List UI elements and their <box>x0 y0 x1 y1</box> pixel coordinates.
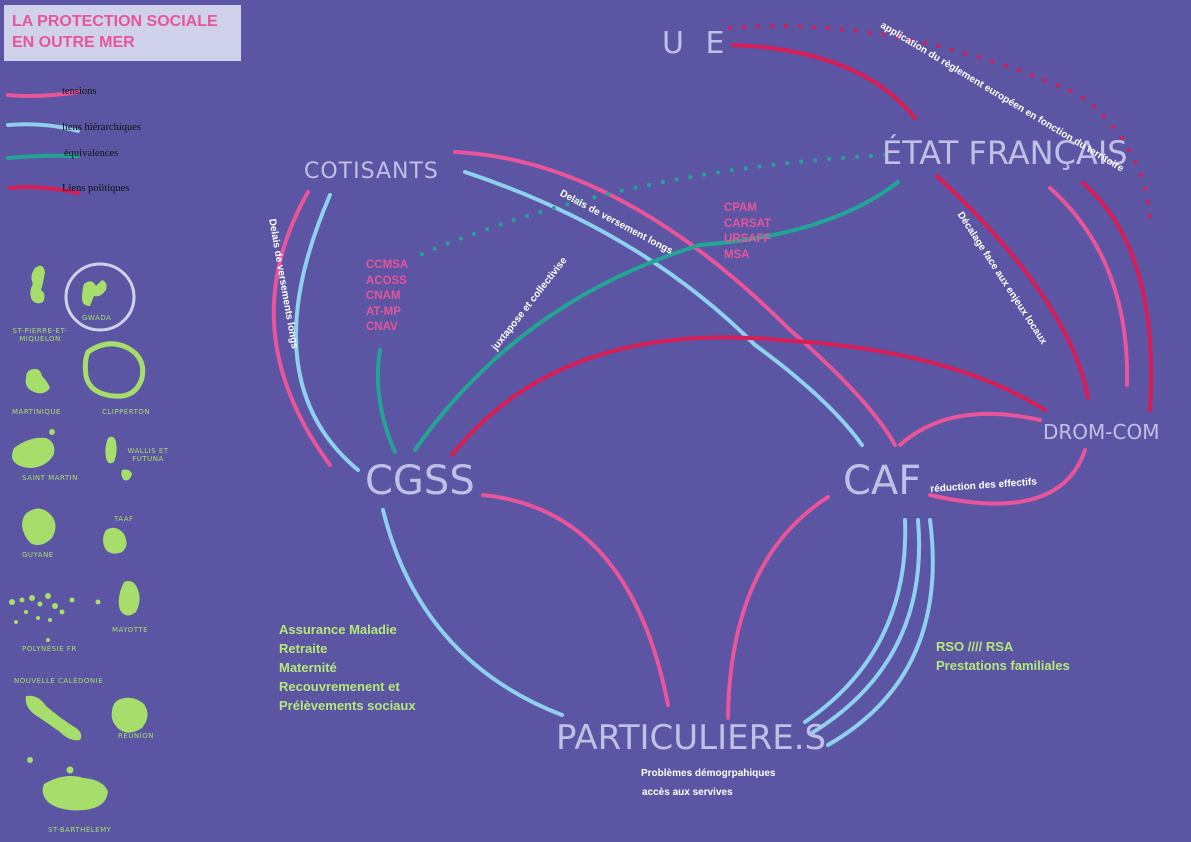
link-cgss-particuliers-hierarchy <box>381 508 564 717</box>
node-caf: CAF <box>843 458 922 504</box>
node-cgss: CGSS <box>365 458 475 504</box>
legend-swatch-political <box>8 185 80 195</box>
mayotte-shape <box>118 581 140 616</box>
st-barth-islet-1 <box>27 757 33 763</box>
title-line-1: LA PROTECTION SOCIALE <box>12 13 218 30</box>
link-ursaff-cgss <box>413 243 702 452</box>
territory-label-clipperton: CLIPPERTON <box>102 408 151 416</box>
node-etat-francais: ÉTAT FRANÇAIS <box>882 134 1128 172</box>
link-etat-dromcom-tension <box>1048 186 1130 387</box>
saint-martin-shape <box>12 437 55 468</box>
territory-label-gwada: GWADA <box>82 314 112 322</box>
gwada-circle <box>64 262 136 332</box>
link-etat-dromcom-decalage <box>935 174 1090 400</box>
st-barthelemy-shape <box>42 776 108 811</box>
gwada-shape <box>82 280 107 306</box>
caisses-left-list: CCMSA ACOSS CNAM AT-MP CNAV <box>366 258 408 336</box>
caisse-acoss: ACOSS <box>366 274 407 287</box>
legend-label-political: Liens politiques <box>62 183 130 194</box>
link-caf-dromcom-reduction <box>928 448 1087 506</box>
annotation-problemes-1: Problèmes démogrpahiques <box>641 768 776 779</box>
cgss-mission-4: Recouvremenent et <box>279 679 400 694</box>
annotation-problemes-2: accès aux servives <box>642 787 733 798</box>
caisse-cnam: CNAM <box>366 290 401 302</box>
caisse-cpam: CPAM <box>724 202 758 214</box>
caf-mission-1: RSO //// RSA <box>936 639 1014 654</box>
link-cotisants-caf-tension <box>453 150 897 447</box>
territory-map-shapes <box>9 265 148 811</box>
territory-label-st-barthelemy: ST-BARTHÉLEMY <box>48 826 112 834</box>
legend-swatch-tensions <box>6 90 80 98</box>
link-ue-etat <box>731 43 917 120</box>
reunion-shape <box>111 697 148 733</box>
link-etat-dromcom-political-1 <box>1081 181 1154 412</box>
cgss-mission-2: Retraite <box>279 641 328 656</box>
territory-label-guyane: GUYANE <box>22 551 54 559</box>
caisse-cnav: CNAV <box>366 321 398 333</box>
link-etat-caisses <box>698 180 900 247</box>
node-ue: U E <box>662 26 731 61</box>
caisse-ccmsa: CCMSA <box>366 259 409 271</box>
territory-label-polynesie: POLYNÉSIE FR <box>22 645 77 653</box>
legend-label-equivalence: équivalences <box>64 148 119 159</box>
territory-label-st-pierre: ST-PIERRE-ET-MIQUELON <box>12 327 68 343</box>
legend-label-tensions: tensions <box>62 86 97 97</box>
caisse-carsat: CARSAT <box>724 217 772 230</box>
taaf-shape <box>103 527 127 554</box>
node-particuliers: PARTICULIERE.S <box>556 718 827 758</box>
territory-label-mayotte: MAYOTTE <box>112 626 149 634</box>
title-line-2: EN OUTRE MER <box>12 34 135 51</box>
territory-label-saint-martin: SAINT MARTIN <box>22 474 78 482</box>
territory-label-taaf: TAAF <box>114 515 134 523</box>
caf-missions: RSO //// RSA Prestations familiales <box>936 637 1070 675</box>
martinique-shape <box>25 368 50 394</box>
node-dromcom: DROM-COM <box>1043 420 1160 444</box>
cgss-mission-5: Prélèvements sociaux <box>279 698 416 713</box>
link-caisses-cgss <box>375 348 397 454</box>
link-cotisants-cgss-tension <box>271 190 332 467</box>
cgss-missions: Assurance Maladie Retraite Maternité Rec… <box>279 620 416 715</box>
territory-label-caledonie: NOUVELLE CALÉDONIE <box>14 677 104 685</box>
caisse-at-mp: AT-MP <box>366 305 401 318</box>
caf-mission-2: Prestations familiales <box>936 658 1070 673</box>
link-cotisants-cgss-hierarchy <box>294 193 360 472</box>
guyane-shape <box>22 508 56 546</box>
link-caf-dromcom-1 <box>898 411 1042 447</box>
link-caf-particuliers-h2 <box>810 518 922 735</box>
caisse-msa: MSA <box>724 248 750 261</box>
wallis-shape <box>105 436 117 464</box>
legend-swatch-equivalence <box>6 153 80 160</box>
legend-swatch-hierarchy <box>6 122 80 133</box>
link-caf-particuliers-h3 <box>826 518 935 747</box>
st-barth-islet-2 <box>66 766 74 774</box>
link-etat-ccmsa-dotted <box>418 153 887 257</box>
cgss-mission-1: Assurance Maladie <box>279 622 397 637</box>
title-box: LA PROTECTION SOCIALE EN OUTRE MER <box>4 5 241 61</box>
futuna-shape <box>121 469 132 481</box>
territory-label-martinique: MARTINIQUE <box>12 408 61 416</box>
caisses-right-list: CPAM CARSAT URSAFF MSA <box>724 201 771 263</box>
legend-label-hierarchy: liens hiérarchiques <box>62 122 142 133</box>
territory-label-wallis: WALLIS ET FUTUNA <box>127 447 169 463</box>
node-cotisants: COTISANTS <box>304 159 439 184</box>
clipperton-ring <box>82 341 146 399</box>
polynesie-shape <box>9 593 101 642</box>
caisse-ursaff: URSAFF <box>724 233 771 245</box>
caledonie-shape <box>25 695 82 741</box>
link-caf-particuliers-h1 <box>803 518 908 724</box>
st-pierre-shape <box>30 265 45 304</box>
link-cgss-dromcom <box>450 335 1047 457</box>
link-cgss-particuliers-tension <box>481 493 670 707</box>
cgss-mission-3: Maternité <box>279 660 337 675</box>
territory-label-reunion: RÉUNION <box>118 732 154 740</box>
link-caf-particuliers-tension <box>726 495 830 720</box>
saint-martin-islet <box>49 429 55 435</box>
